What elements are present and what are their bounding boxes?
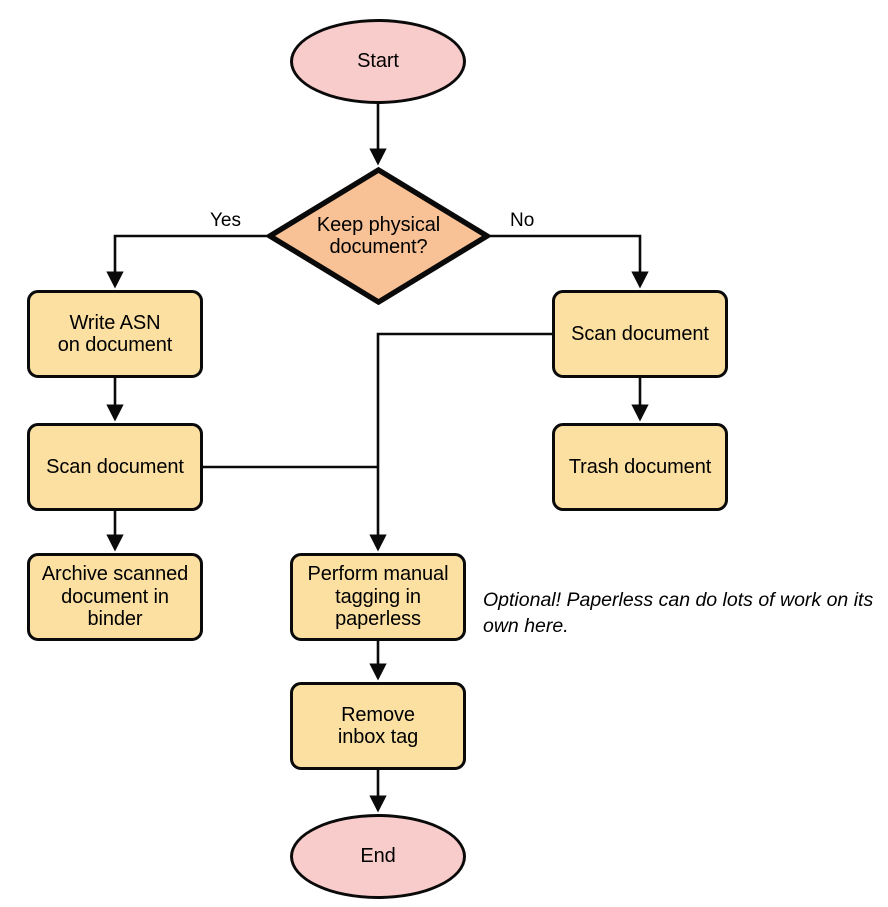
node-start-label: Start <box>357 50 399 73</box>
node-keep-physical-document[interactable]: Keep physical document? <box>267 167 490 305</box>
optional-note: Optional! Paperless can do lots of work … <box>483 589 874 637</box>
node-scan-document-right-label: Scan document <box>571 322 709 345</box>
node-remove-inbox-tag[interactable]: Remove inbox tag <box>290 682 466 770</box>
edge-decision-yes-to-write-asn <box>106 234 267 289</box>
diamond-shape <box>267 167 490 305</box>
node-write-asn-on-document[interactable]: Write ASN on document <box>27 290 203 378</box>
edge-scan-right-to-manual-tagging <box>369 332 552 552</box>
node-archive-scanned-document[interactable]: Archive scanned document in binder <box>27 553 203 641</box>
edge-label-no: No <box>510 210 535 231</box>
node-scan-document-right[interactable]: Scan document <box>552 290 728 378</box>
node-keep-physical-document-label: Keep physical document? <box>305 214 452 259</box>
node-perform-manual-tagging[interactable]: Perform manual tagging in paperless <box>290 553 466 641</box>
node-scan-document-left[interactable]: Scan document <box>27 423 203 511</box>
node-perform-manual-tagging-label: Perform manual tagging in paperless <box>307 563 449 631</box>
decision-label-line-2: document? <box>329 236 428 258</box>
node-archive-scanned-document-label: Archive scanned document in binder <box>41 563 189 631</box>
edge-label-yes: Yes <box>210 210 241 231</box>
edge-decision-no-to-scan-right <box>490 234 649 289</box>
node-trash-document[interactable]: Trash document <box>552 423 728 511</box>
decision-label-line-1: Keep physical <box>316 213 441 236</box>
node-write-asn-on-document-label: Write ASN on document <box>57 311 173 356</box>
node-start[interactable]: Start <box>290 19 466 104</box>
node-end[interactable]: End <box>290 814 466 899</box>
node-end-label: End <box>360 845 396 868</box>
node-scan-document-left-label: Scan document <box>46 455 184 478</box>
node-trash-document-label: Trash document <box>568 455 712 478</box>
node-remove-inbox-tag-label: Remove inbox tag <box>337 703 419 748</box>
